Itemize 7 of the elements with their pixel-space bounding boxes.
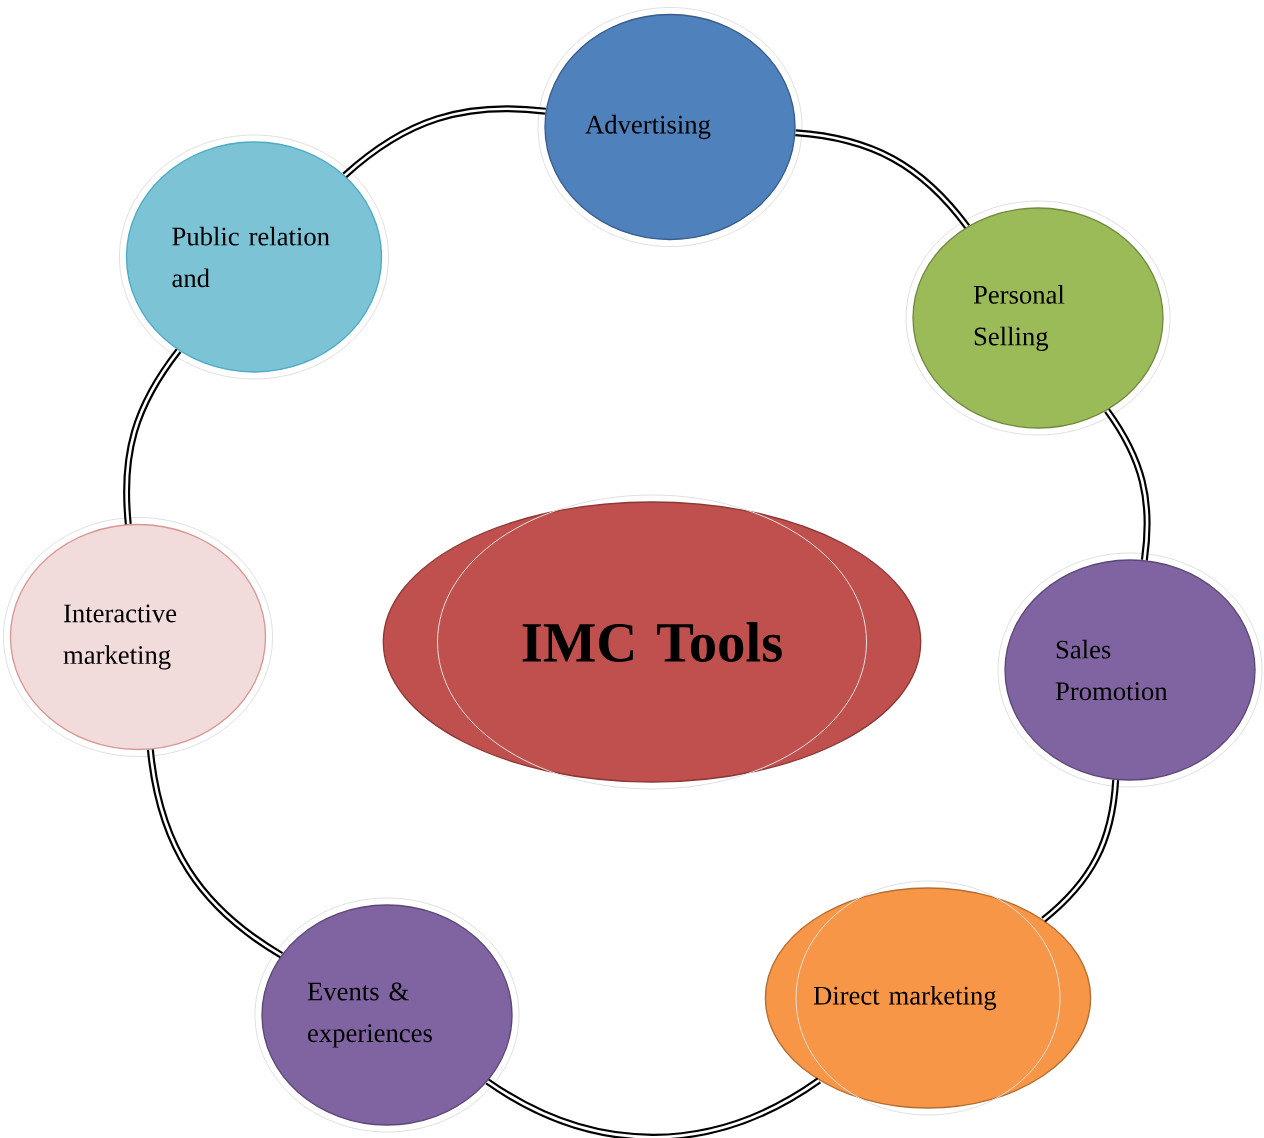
ring-arc <box>1104 408 1151 561</box>
ring-arc <box>342 105 546 179</box>
ring-arc <box>146 749 284 959</box>
ring-arc <box>485 1077 821 1138</box>
ring-arc <box>795 129 970 229</box>
ring-arc <box>1041 779 1120 923</box>
ring-arc <box>123 348 182 525</box>
